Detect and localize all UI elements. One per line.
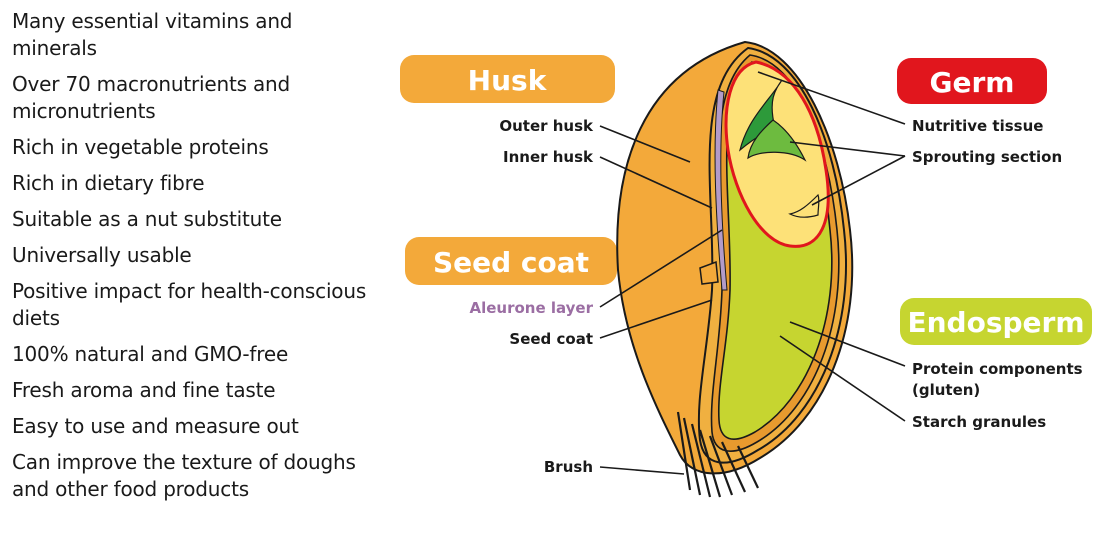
protein-components-label: Protein components bbox=[912, 360, 1083, 378]
inner-husk-label: Inner husk bbox=[503, 148, 594, 166]
sprout-lower bbox=[788, 193, 820, 218]
sprouting-section-leader-b bbox=[811, 155, 906, 206]
nutritive-tissue-label: Nutritive tissue bbox=[912, 117, 1043, 135]
seed-coat-heading: Seed coat bbox=[405, 237, 617, 285]
benefits-list: Many essential vitamins and minerals Ove… bbox=[12, 8, 372, 512]
aleurone-layer-label: Aleurone layer bbox=[469, 299, 593, 317]
starch-granules-leader bbox=[779, 335, 906, 422]
sprouting-section-label: Sprouting section bbox=[912, 148, 1062, 166]
benefit-item: Suitable as a nut substitute bbox=[12, 207, 282, 231]
brush-leader bbox=[599, 466, 685, 475]
husk-heading-bg bbox=[400, 55, 615, 103]
seed-coat-label: Seed coat bbox=[509, 330, 593, 348]
germ-shape bbox=[724, 60, 830, 248]
protein-components-label-line2: (gluten) bbox=[912, 381, 980, 399]
grain-illustration bbox=[616, 40, 854, 498]
outer-husk-label: Outer husk bbox=[499, 117, 594, 135]
sprout-middle bbox=[747, 119, 807, 162]
seed-coat-notch bbox=[699, 260, 719, 285]
brush-bristles bbox=[676, 411, 759, 498]
sprout-upper bbox=[738, 79, 783, 152]
benefit-item: Over 70 macronutrients and micronutrient… bbox=[12, 72, 291, 123]
benefit-item: Universally usable bbox=[12, 243, 192, 267]
seed-coat-heading-bg bbox=[405, 237, 617, 285]
benefit-item: Rich in dietary fibre bbox=[12, 171, 205, 195]
outer-husk-leader bbox=[599, 125, 691, 163]
benefit-item: Can improve the texture of doughs and ot… bbox=[12, 450, 356, 501]
benefit-item: Rich in vegetable proteins bbox=[12, 135, 269, 159]
protein-components-leader bbox=[789, 321, 906, 367]
endosperm-heading-text: Endosperm bbox=[907, 306, 1084, 339]
starch-granules-label: Starch granules bbox=[912, 413, 1046, 431]
inner-husk-leader bbox=[599, 156, 713, 209]
benefit-item: 100% natural and GMO-free bbox=[12, 342, 289, 366]
germ-heading-bg bbox=[897, 58, 1047, 104]
germ-heading-text: Germ bbox=[930, 66, 1015, 99]
brush-label: Brush bbox=[544, 458, 593, 476]
benefit-item: Easy to use and measure out bbox=[12, 414, 299, 438]
aleurone-layer-leader bbox=[599, 229, 723, 308]
endosperm-heading: Endosperm bbox=[900, 298, 1092, 345]
benefit-item: Many essential vitamins and minerals bbox=[12, 9, 293, 60]
seed-coat-heading-text: Seed coat bbox=[433, 246, 589, 279]
germ-heading: Germ bbox=[897, 58, 1047, 104]
benefit-item: Positive impact for health-conscious die… bbox=[12, 279, 367, 330]
husk-heading-text: Husk bbox=[468, 64, 548, 97]
benefit-item: Fresh aroma and fine taste bbox=[12, 378, 276, 402]
leader-lines bbox=[599, 71, 906, 475]
sprouting-section-leader-a bbox=[789, 141, 906, 157]
endosperm-heading-bg bbox=[900, 298, 1092, 345]
aleurone-layer-shape bbox=[714, 89, 728, 291]
husk-heading: Husk bbox=[400, 55, 615, 103]
seed-coat-leader bbox=[599, 299, 713, 339]
nutritive-tissue-leader bbox=[757, 71, 906, 125]
